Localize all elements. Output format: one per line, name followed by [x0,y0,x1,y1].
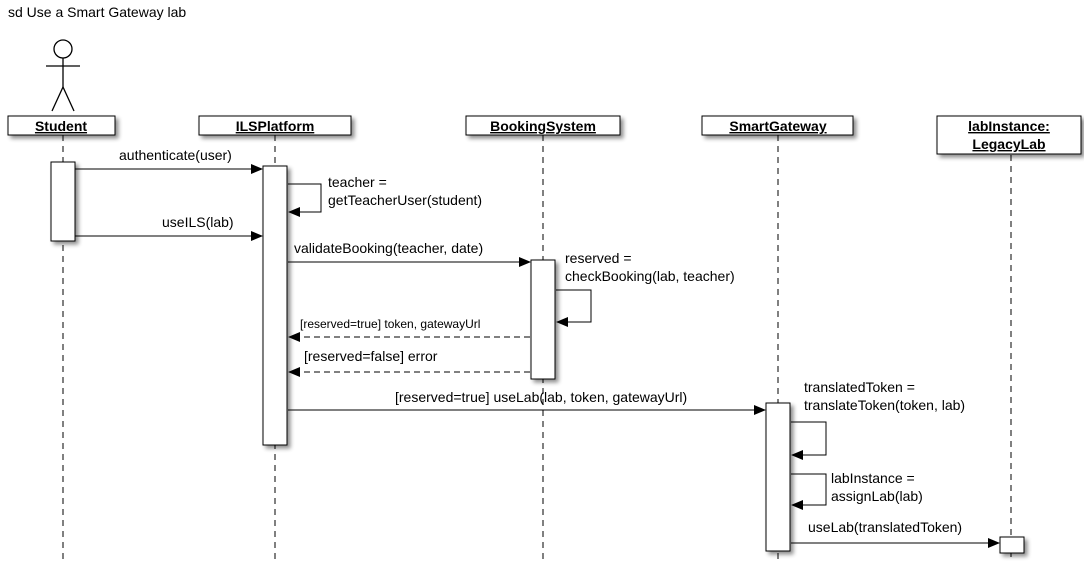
activation-ilsplatform [262,165,288,446]
participant-ilsplatform: ILSPlatform [198,115,352,136]
participant-labinstance: labInstance: LegacyLab [936,115,1082,155]
message-label: translatedToken = [804,379,915,395]
message-label: useLab(translatedToken) [808,519,962,535]
participant-label: SmartGateway [729,118,826,134]
message-assignlab-arrow [791,473,827,510]
participant-smartgateway: SmartGateway [701,115,854,136]
participant-label: LegacyLab [972,136,1045,152]
message-label: translateToken(token, lab) [804,397,965,413]
message-label: checkBooking(lab, teacher) [565,268,735,284]
participant-label: BookingSystem [490,118,596,134]
message-label: [reserved=true] token, gatewayUrl [300,317,480,331]
activation-bookingsystem [530,259,556,380]
message-label: assignLab(lab) [831,488,923,504]
message-label: [reserved=false] error [304,348,438,364]
message-label: [reserved=true] useLab(lab, token, gatew… [395,389,687,405]
activation-student [50,161,76,242]
participant-label: ILSPlatform [236,118,315,134]
participant-bookingsystem: BookingSystem [465,115,621,136]
message-label: authenticate(user) [119,147,232,163]
participant-student: Student [7,115,116,136]
activation-labinstance [999,536,1025,554]
message-getteacheruser-arrow [288,183,322,217]
message-label: reserved = [565,250,632,266]
message-checkbooking-arrow [556,289,592,327]
message-translatetoken-arrow [791,421,827,460]
participant-label: labInstance: [968,118,1050,134]
message-label: validateBooking(teacher, date) [294,240,483,256]
message-label: getTeacherUser(student) [328,192,482,208]
activation-smartgateway [765,402,791,552]
participant-label: Student [35,118,87,134]
diagram-title: sd Use a Smart Gateway lab [8,4,186,20]
actor-icon [46,39,80,112]
message-label: teacher = [328,174,387,190]
message-label: useILS(lab) [162,214,234,230]
message-label: labInstance = [831,470,915,486]
